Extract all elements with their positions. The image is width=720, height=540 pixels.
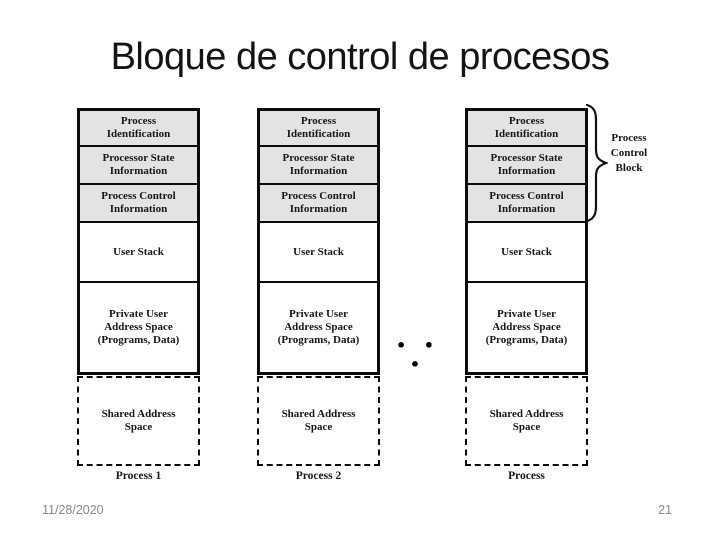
brace-icon (586, 104, 608, 222)
process-label: Process 2 (295, 470, 342, 482)
process-column-1: Process Identification Processor State I… (77, 108, 200, 482)
section-label-line: Shared Address (281, 408, 356, 420)
pcb-section-process-control-information: Process Control Information (80, 185, 197, 223)
section-shared-address-space: Shared Address Space (77, 376, 200, 466)
process-control-block-label: Process Control Block (603, 131, 655, 176)
section-label-line: Identification (106, 128, 171, 140)
process-image-stack: Process Identification Processor State I… (465, 108, 588, 375)
section-user-stack: User Stack (468, 223, 585, 283)
pcb-section-process-identification: Process Identification (80, 111, 197, 147)
section-label-line: Space (512, 421, 541, 433)
process-image-stack: Process Identification Processor State I… (77, 108, 200, 375)
section-label-line: Process (300, 115, 337, 127)
section-label-line: Information (289, 203, 348, 215)
section-label-line: User Stack (293, 245, 344, 258)
section-label-line: User Stack (501, 245, 552, 258)
section-label-line: Process (508, 115, 545, 127)
slide-page-number: 21 (658, 503, 672, 517)
section-label-line: Information (109, 165, 168, 177)
process-label: Process (508, 470, 545, 482)
pcb-section-process-identification: Process Identification (468, 111, 585, 147)
slide-title: Bloque de control de procesos (110, 36, 610, 78)
section-label-line: Identification (286, 128, 351, 140)
section-private-user-address-space: Private User Address Space (Programs, Da… (80, 283, 197, 372)
pcb-section-process-control-information: Process Control Information (468, 185, 585, 223)
section-label-line: Process Control (281, 190, 356, 202)
section-label-line: Process Control (101, 190, 176, 202)
slide-date: 11/28/2020 (42, 503, 104, 517)
section-label-line: Information (109, 203, 168, 215)
ellipsis-dots: • • • (395, 336, 441, 374)
section-label-line: Address Space (104, 321, 173, 333)
section-label-line: Shared Address (489, 408, 564, 420)
section-label-line: (Programs, Data) (277, 334, 360, 346)
section-label-line: Address Space (492, 321, 561, 333)
pcb-section-process-identification: Process Identification (260, 111, 377, 147)
pcb-section-processor-state-information: Processor State Information (468, 147, 585, 185)
section-label-line: Process Control (489, 190, 564, 202)
brace-label-line: Control (610, 147, 648, 159)
pcb-section-processor-state-information: Processor State Information (80, 147, 197, 185)
pcb-section-process-control-information: Process Control Information (260, 185, 377, 223)
section-private-user-address-space: Private User Address Space (Programs, Da… (260, 283, 377, 372)
section-label-line: Information (497, 203, 556, 215)
section-label-line: Information (497, 165, 556, 177)
section-label-line: Address Space (284, 321, 353, 333)
process-image-stack: Process Identification Processor State I… (257, 108, 380, 375)
section-label-line: Information (289, 165, 348, 177)
process-column-2: Process Identification Processor State I… (257, 108, 380, 482)
brace-label-line: Process (611, 132, 647, 144)
section-user-stack: User Stack (260, 223, 377, 283)
section-label-line: (Programs, Data) (97, 334, 180, 346)
process-label: Process 1 (115, 470, 162, 482)
section-user-stack: User Stack (80, 223, 197, 283)
pcb-section-processor-state-information: Processor State Information (260, 147, 377, 185)
section-label-line: Process (120, 115, 157, 127)
brace-label-line: Block (615, 162, 643, 174)
section-label-line: Space (124, 421, 153, 433)
section-shared-address-space: Shared Address Space (465, 376, 588, 466)
section-label-line: Space (304, 421, 333, 433)
section-shared-address-space: Shared Address Space (257, 376, 380, 466)
section-label-line: Processor State (282, 152, 355, 164)
section-label-line: User Stack (113, 245, 164, 258)
section-label-line: Private User (497, 308, 556, 320)
section-label-line: Processor State (490, 152, 563, 164)
section-label-line: Private User (289, 308, 348, 320)
process-column-3: Process Identification Processor State I… (465, 108, 588, 482)
section-label-line: (Programs, Data) (485, 334, 568, 346)
section-label-line: Processor State (102, 152, 175, 164)
section-label-line: Private User (109, 308, 168, 320)
section-private-user-address-space: Private User Address Space (Programs, Da… (468, 283, 585, 372)
section-label-line: Shared Address (101, 408, 176, 420)
section-label-line: Identification (494, 128, 559, 140)
